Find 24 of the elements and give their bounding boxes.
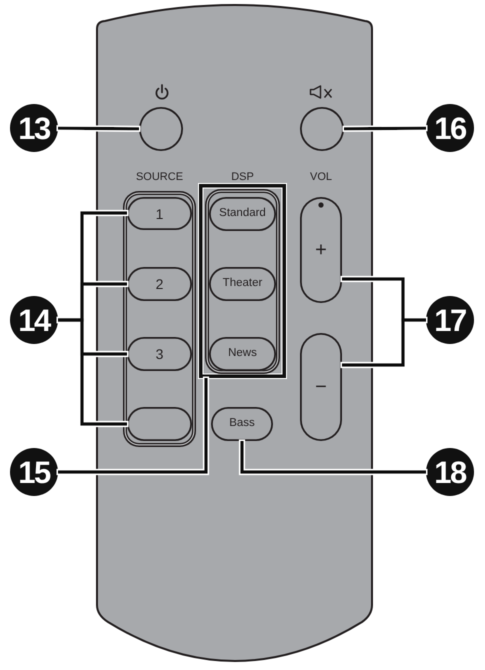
- leader-line: [344, 126, 426, 130]
- remote-button: News: [209, 337, 276, 371]
- leader-line: [342, 318, 426, 367]
- remote-button: 3: [127, 337, 192, 371]
- callout-number: 13: [10, 104, 58, 152]
- callout-number: 18: [426, 448, 474, 496]
- leader-line: [58, 126, 140, 130]
- remote-button: Standard: [209, 197, 276, 231]
- leader-line: [240, 441, 426, 474]
- remote-button: [127, 407, 192, 441]
- group-label: DSP: [231, 170, 254, 184]
- remote-button: +: [300, 197, 342, 303]
- leader-line: [58, 318, 127, 426]
- callout-number: 14: [10, 296, 58, 344]
- callout-number: 16: [426, 104, 474, 152]
- remote-button: −: [300, 333, 342, 441]
- remote-button: Theater: [209, 267, 276, 301]
- remote-button: 2: [127, 267, 192, 301]
- leader-line: [58, 378, 208, 474]
- remote-button: 1: [127, 197, 192, 230]
- callout-number: 17: [426, 296, 474, 344]
- group-label: VOL: [310, 170, 332, 184]
- group-label: SOURCE: [136, 170, 184, 184]
- callout-number: 15: [10, 448, 58, 496]
